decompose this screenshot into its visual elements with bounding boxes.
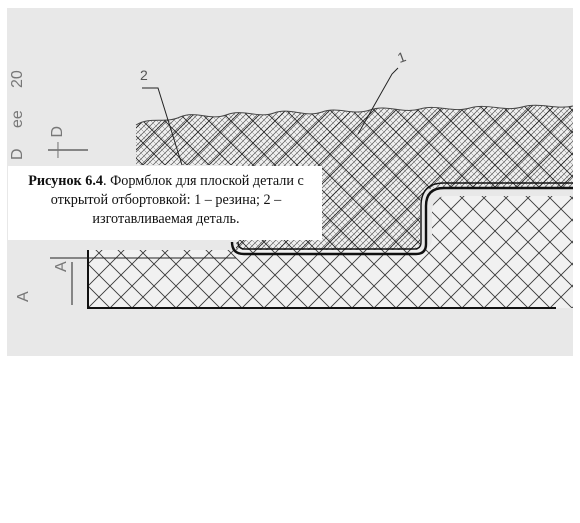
side-mark-20: 20 bbox=[9, 70, 26, 88]
side-mark-ee: ee bbox=[9, 110, 26, 128]
side-mark-d2: — D bbox=[49, 126, 66, 158]
rubber-pad-outline bbox=[135, 104, 574, 126]
leader-line-1 bbox=[357, 67, 399, 135]
leader-line-2 bbox=[142, 87, 183, 166]
leader-label-2: 2 bbox=[140, 67, 148, 83]
side-mark-a: A bbox=[53, 261, 70, 272]
form-block-outline bbox=[87, 250, 556, 309]
side-marks: 20 ee D — D A A bbox=[9, 70, 70, 302]
sheet-part bbox=[230, 186, 573, 256]
caption-number: Рисунок 6.4 bbox=[28, 173, 103, 189]
caption-text: . Формблок для плоской детали с открытой… bbox=[50, 173, 304, 227]
figure-caption: Рисунок 6.4. Формблок для плоской детали… bbox=[8, 166, 322, 240]
side-mark-d: D bbox=[9, 148, 26, 160]
side-mark-a2: A bbox=[15, 291, 32, 302]
